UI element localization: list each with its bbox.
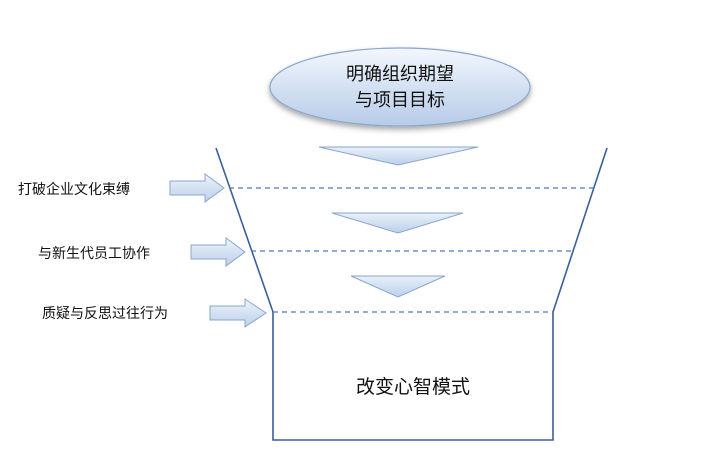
side-arrow-2	[190, 237, 246, 267]
funnel-outline	[215, 147, 608, 441]
down-arrows	[318, 146, 479, 298]
goal-line-2: 与项目目标	[355, 90, 445, 111]
step-label-3: 质疑与反思过往行为	[42, 306, 168, 322]
result-label: 改变心智模式	[355, 376, 470, 398]
funnel-right-wall	[552, 147, 608, 313]
step-label-2: 与新生代员工协作	[38, 246, 150, 262]
step-label-1: 打破企业文化束缚	[18, 182, 130, 198]
side-arrows	[169, 173, 267, 328]
stage-lines	[229, 187, 594, 313]
goal-line-1: 明确组织期望	[346, 64, 454, 85]
down-arrow-2	[331, 212, 464, 234]
down-arrow-3	[350, 275, 446, 298]
funnel-left-wall	[215, 147, 274, 313]
goal-ellipse	[269, 47, 531, 127]
side-arrow-1	[169, 173, 225, 203]
funnel-bottom-box	[272, 312, 554, 441]
side-arrow-3	[209, 298, 267, 328]
down-arrow-1	[318, 146, 479, 166]
goal-text: 明确组织期望 与项目目标	[285, 62, 515, 114]
